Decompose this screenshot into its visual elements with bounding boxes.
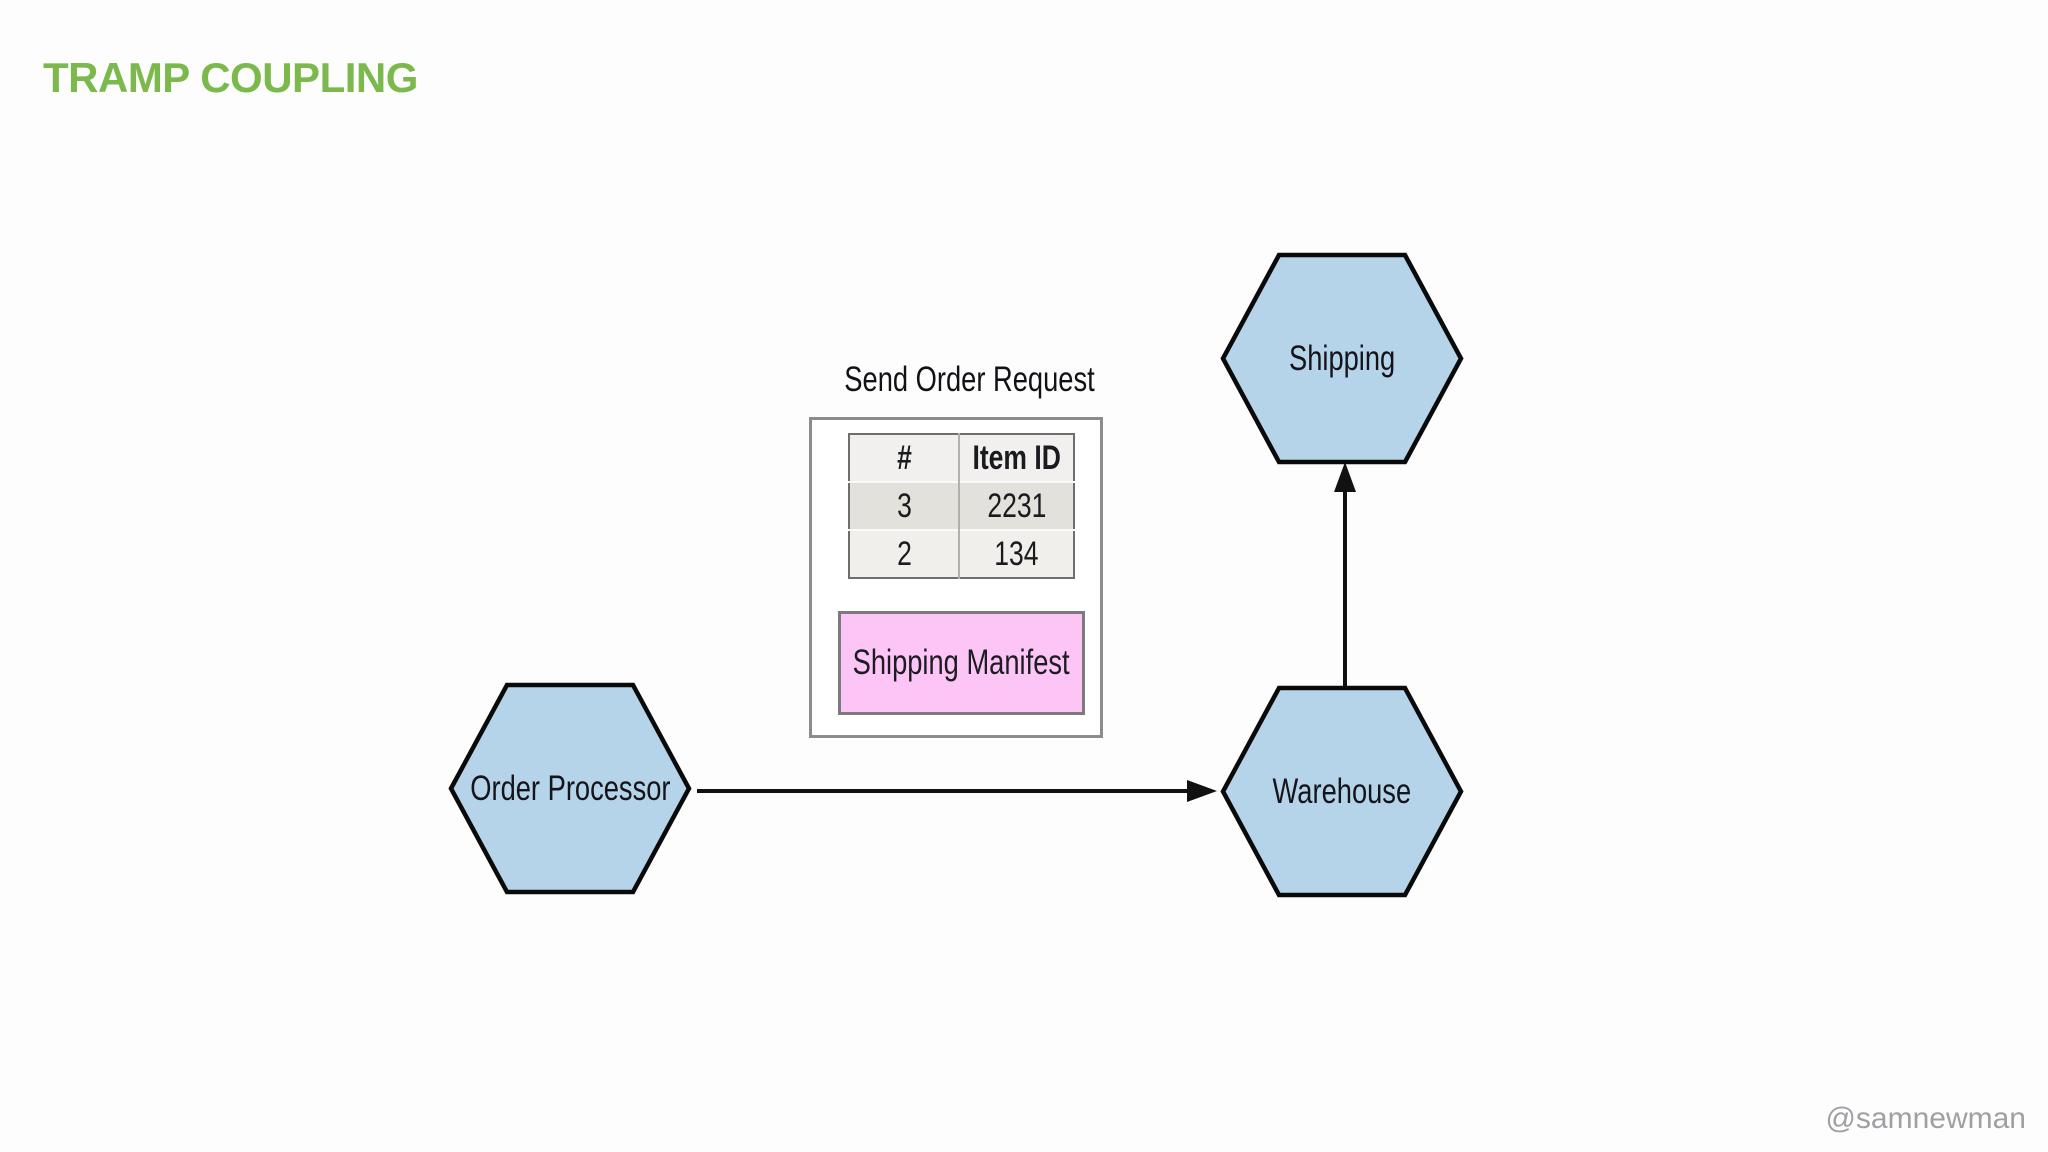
table-row: 3 2231: [849, 481, 1075, 530]
node-warehouse: Warehouse: [1220, 685, 1464, 898]
node-order-processor-label: Order Processor: [469, 768, 671, 808]
cell-item-id: 134: [957, 529, 1075, 578]
arrow-order-processor-to-warehouse-icon: [697, 780, 1217, 802]
cell-count: 3: [849, 481, 959, 530]
cell-item-id: 2231: [957, 481, 1075, 530]
message-box: # Item ID 3 2231: [809, 417, 1103, 738]
hexagon-shape: [448, 682, 692, 895]
shipping-manifest-box: Shipping Manifest: [838, 611, 1085, 715]
arrow-warehouse-to-shipping-icon: [1334, 462, 1356, 690]
hexagon-shape: [1220, 252, 1464, 465]
table-row: 2 134: [849, 529, 1075, 578]
hexagon-shape: [1220, 685, 1464, 898]
table-header-row: # Item ID: [849, 434, 1075, 482]
author-handle: @samnewman: [1825, 1102, 2026, 1135]
node-warehouse-label: Warehouse: [1272, 771, 1412, 811]
node-shipping-label: Shipping: [1288, 338, 1396, 378]
header-cell-item-id: Item ID: [957, 434, 1075, 482]
header-cell-count: #: [849, 434, 959, 482]
message-title: Send Order Request: [844, 360, 1095, 399]
cell-count: 2: [849, 529, 959, 578]
order-items-table: # Item ID 3 2231: [848, 433, 1076, 579]
node-order-processor: Order Processor: [448, 682, 692, 895]
slide-title: TRAMP COUPLING: [43, 54, 418, 101]
node-shipping: Shipping: [1220, 252, 1464, 465]
